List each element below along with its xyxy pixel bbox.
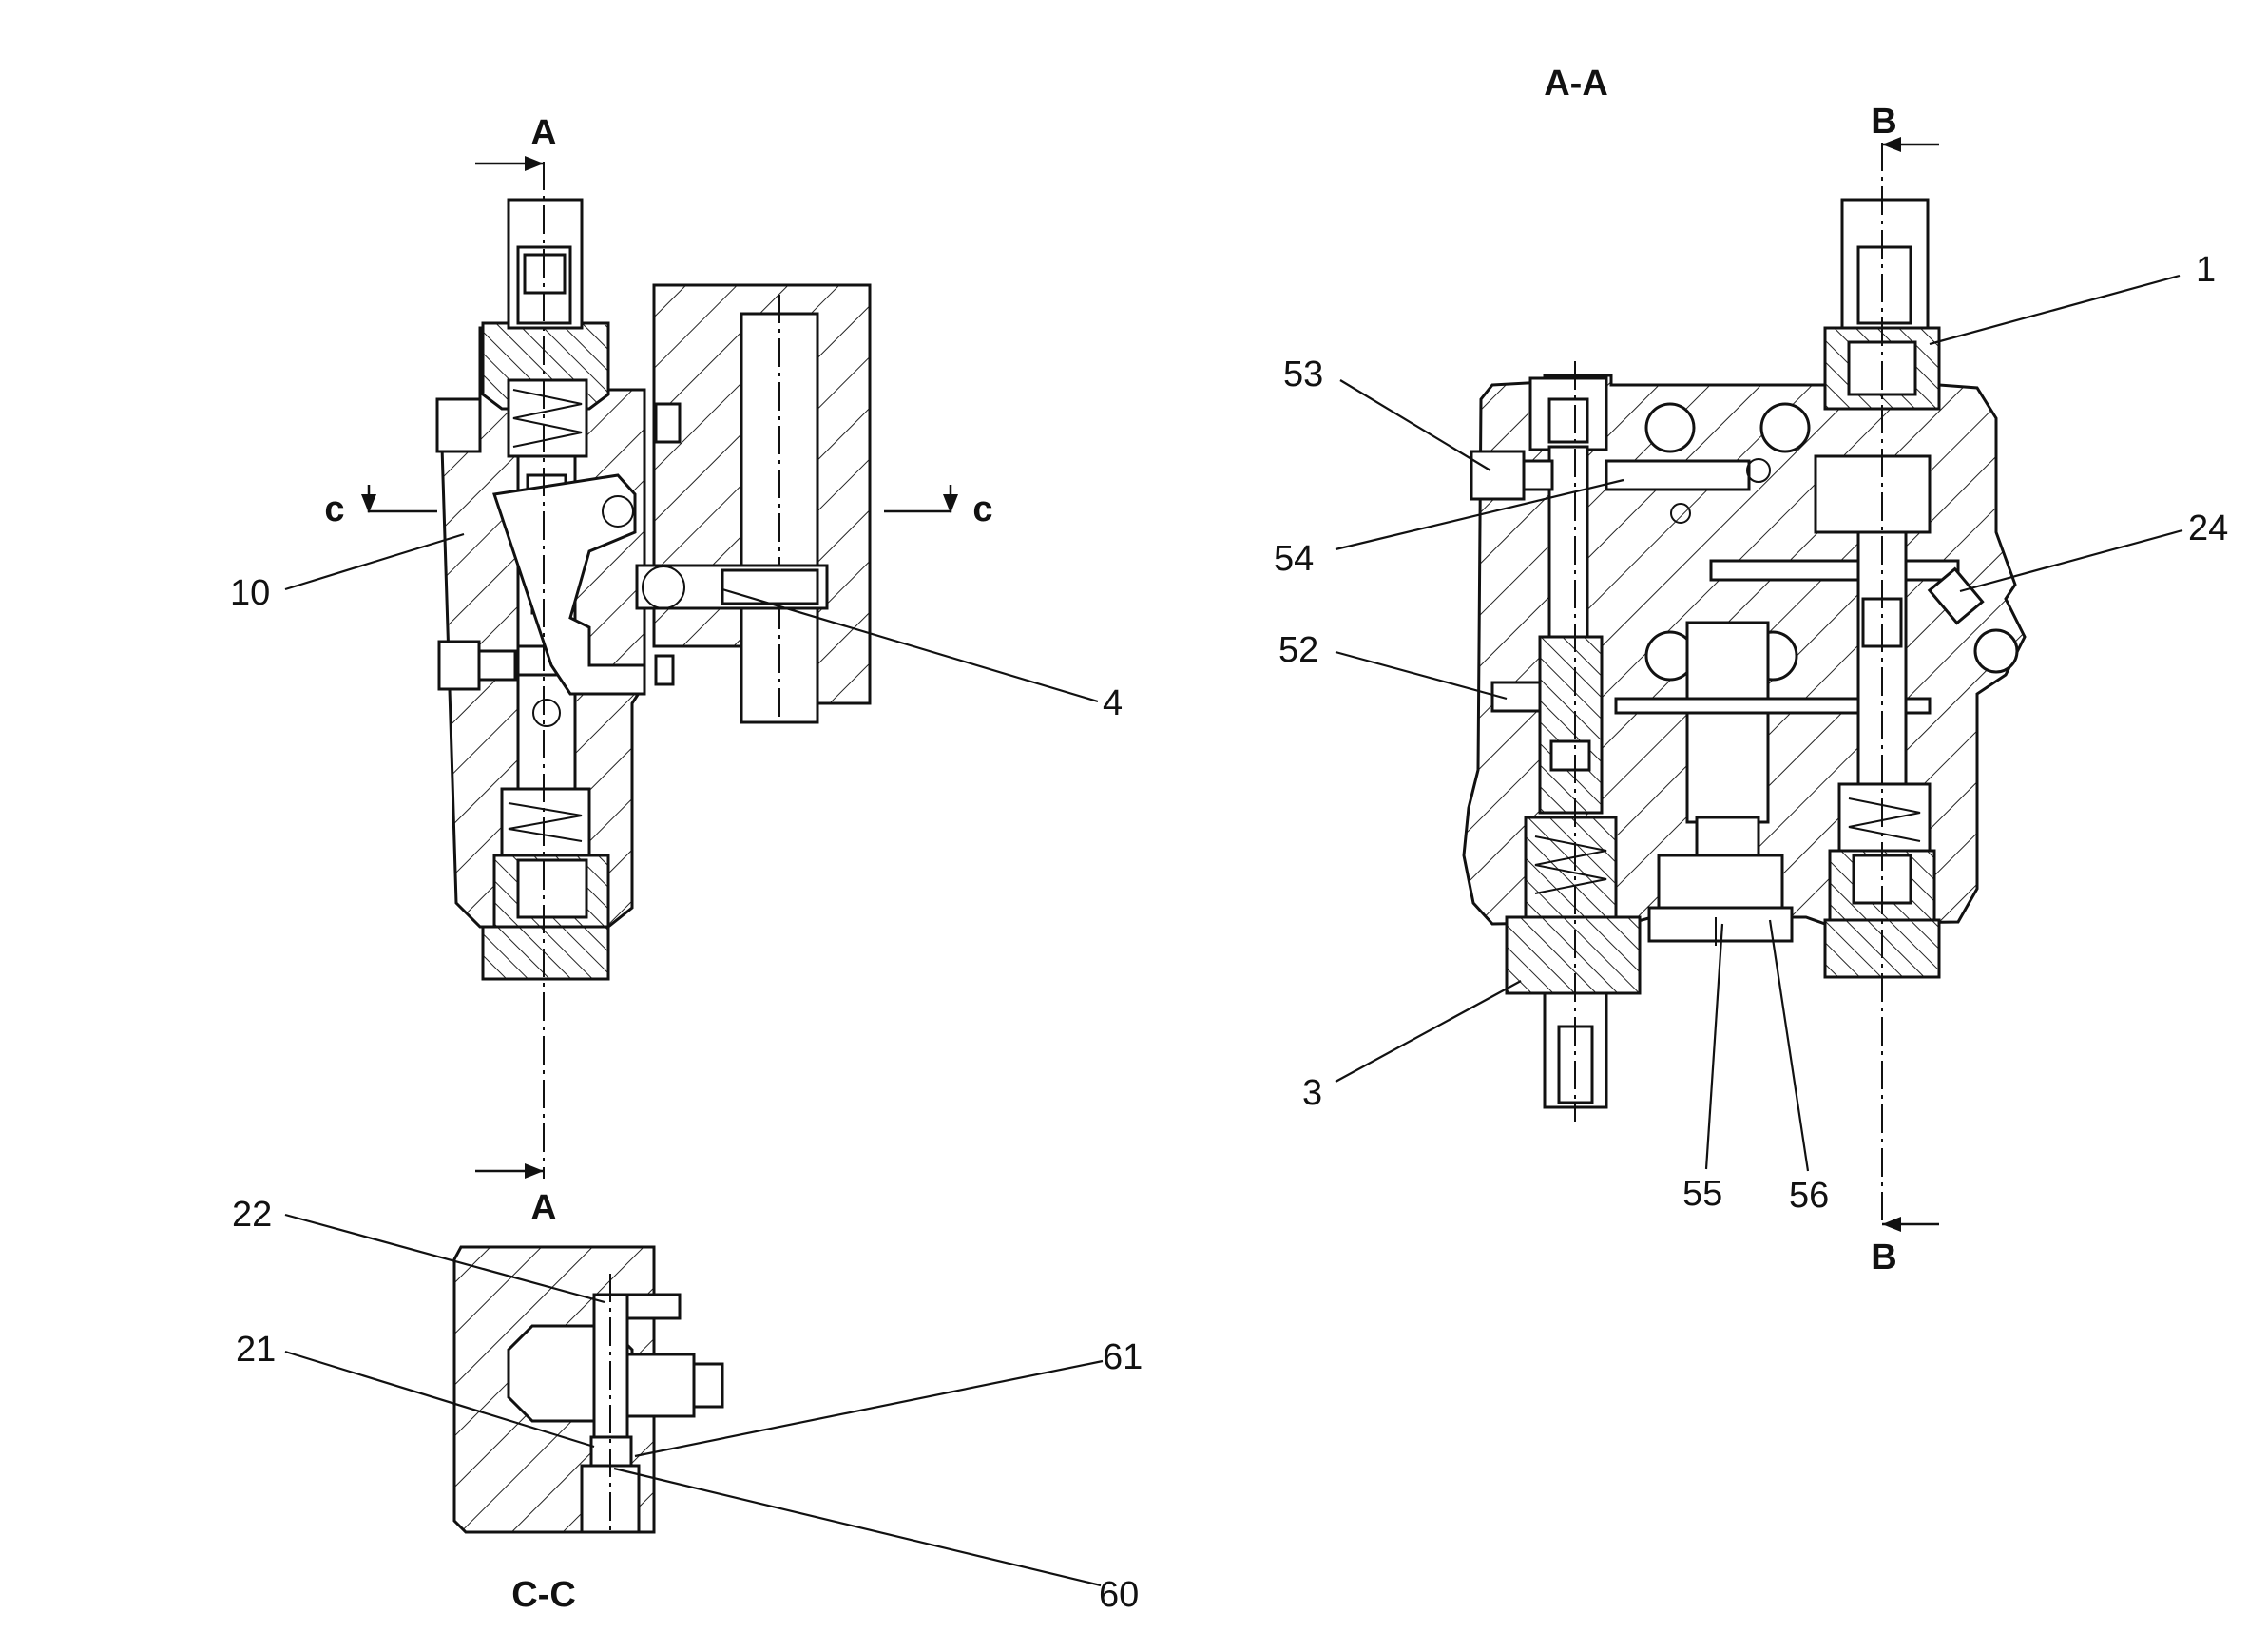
leader-4 <box>721 587 1099 703</box>
leader-54 <box>1335 478 1624 551</box>
aa-bolt-upper-2 <box>1759 402 1811 453</box>
part-number-3: 3 <box>1302 1073 1322 1113</box>
lever-arm <box>492 473 646 696</box>
aa-channel-54 <box>1605 459 1751 491</box>
part-number-10: 10 <box>230 573 270 613</box>
part-number-1: 1 <box>2196 250 2216 290</box>
part-number-56: 56 <box>1789 1176 1829 1216</box>
leader-lines <box>284 274 2183 1587</box>
part-number-54: 54 <box>1274 539 1314 579</box>
cut-marker-c-left: c <box>324 490 344 529</box>
cc-fork <box>625 1353 696 1418</box>
part-number-52: 52 <box>1278 630 1318 670</box>
aa-bolt-right <box>1973 628 2019 674</box>
cut-marker-a-top: A <box>530 113 556 153</box>
aa-piston-base <box>1657 854 1784 914</box>
section-title-cc: C-C <box>511 1575 576 1615</box>
leader-55 <box>1704 923 1724 1170</box>
part-number-4: 4 <box>1103 683 1123 723</box>
section-cc-view <box>452 1245 724 1534</box>
aa-fitting-53 <box>1470 450 1526 501</box>
labels: A-A C-C A A B B c c 1 3 4 10 21 22 24 52… <box>230 64 2228 1615</box>
leader-60 <box>613 1467 1102 1587</box>
aa-left-spool <box>1547 445 1589 643</box>
main-view <box>361 156 958 1179</box>
part-number-61: 61 <box>1103 1337 1143 1377</box>
cut-marker-b-bottom: B <box>1871 1238 1896 1277</box>
side-fitting-lower <box>437 640 481 691</box>
leader-53 <box>1339 379 1491 471</box>
aa-fitting-24 <box>1927 566 1985 625</box>
leader-3 <box>1335 980 1522 1083</box>
leader-52 <box>1335 650 1508 701</box>
leader-10 <box>284 532 465 591</box>
aa-left-nut-body <box>1505 915 1642 995</box>
cut-marker-a-bottom: A <box>530 1188 556 1228</box>
cut-marker-c-right: c <box>972 490 992 529</box>
aa-right-nut <box>1856 245 1912 325</box>
leader-61 <box>634 1359 1104 1458</box>
aa-channel-mid <box>1709 559 1960 582</box>
upper-spring <box>507 378 588 458</box>
aa-piston-55 <box>1685 621 1770 824</box>
cc-side-stub <box>625 1293 682 1320</box>
aa-right-lever <box>1814 454 1932 534</box>
lower-cap <box>481 925 610 981</box>
leader-1 <box>1929 274 2181 346</box>
aa-plug-56 <box>1647 906 1794 943</box>
leader-24 <box>1959 528 2183 593</box>
leader-56 <box>1768 919 1810 1172</box>
leader-21 <box>284 1350 595 1449</box>
part-number-22: 22 <box>232 1195 272 1235</box>
section-title-aa: A-A <box>1544 64 1608 104</box>
cut-marker-b-top: B <box>1871 102 1896 142</box>
part-number-21: 21 <box>236 1330 276 1370</box>
part-number-60: 60 <box>1099 1575 1139 1615</box>
part-number-53: 53 <box>1283 355 1323 394</box>
section-aa-view <box>1462 137 2027 1232</box>
aa-bolt-upper-1 <box>1644 402 1696 453</box>
part-number-24: 24 <box>2188 509 2228 548</box>
leader-22 <box>284 1213 605 1304</box>
aa-left-stem <box>1538 635 1604 815</box>
part-number-55: 55 <box>1682 1174 1722 1214</box>
side-fitting-upper <box>435 397 482 453</box>
